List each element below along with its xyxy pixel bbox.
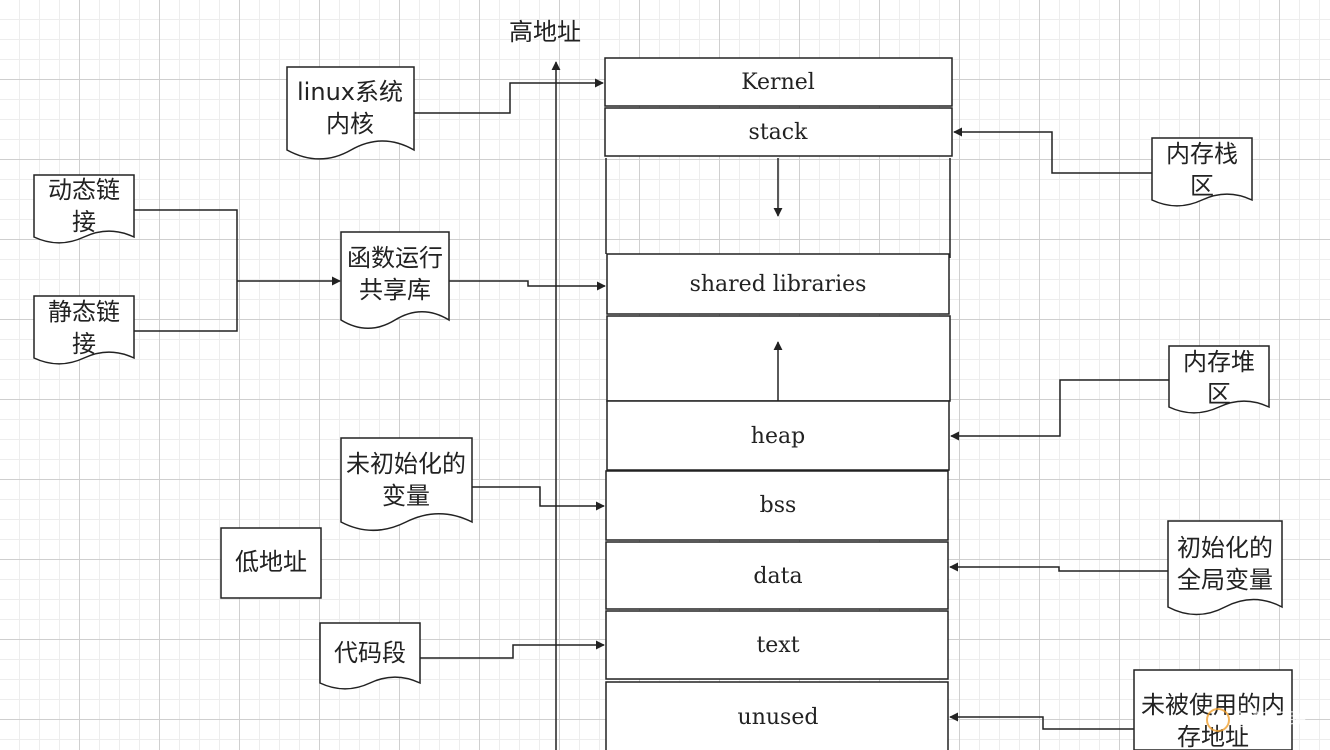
link-bracket (134, 209, 238, 332)
watermark-logo-icon (1206, 708, 1230, 732)
svg-text:text: text (756, 633, 799, 658)
svg-text:linux系统: linux系统 (297, 78, 403, 106)
svg-text:创新互联: 创新互联 (1234, 710, 1306, 731)
svg-text:内存栈: 内存栈 (1166, 140, 1238, 168)
svg-text:共享库: 共享库 (359, 276, 431, 304)
note-dynamic-link: 动态链 接 (33, 174, 135, 244)
svg-text:全局变量: 全局变量 (1177, 566, 1273, 594)
note-linux-kernel: linux系统 内核 (286, 66, 415, 160)
svg-text:bss: bss (760, 493, 797, 518)
svg-text:未被使用的内: 未被使用的内 (1141, 691, 1285, 719)
note-shared-lib: 函数运行 共享库 (340, 231, 450, 329)
watermark: 创新互联 (1206, 708, 1306, 732)
unused-segment: unused (605, 681, 949, 750)
note-heap-area: 内存堆 区 (1168, 345, 1270, 414)
shared-connector (449, 280, 606, 291)
svg-text:heap: heap (751, 424, 805, 449)
low-address-box: 低地址 (220, 527, 322, 599)
svg-text:函数运行: 函数运行 (347, 244, 443, 272)
svg-text:内核: 内核 (326, 110, 374, 138)
high-address-label: 高地址 (509, 18, 581, 46)
svg-text:内存堆: 内存堆 (1183, 348, 1255, 376)
data-segment: data (605, 541, 949, 610)
svg-text:stack: stack (749, 120, 809, 145)
svg-text:区: 区 (1190, 172, 1214, 200)
text-segment: text (605, 610, 949, 680)
data-connector (949, 562, 1168, 572)
kernel-connector (414, 78, 604, 114)
memory-column: Kernel stack shared libraries heap bss (604, 57, 953, 750)
note-uninit-vars: 未初始化的 变量 (340, 437, 473, 531)
heap-segment: heap (606, 400, 950, 471)
svg-text:unused: unused (738, 705, 819, 730)
note-init-globals: 初始化的 全局变量 (1167, 520, 1283, 616)
svg-text:静态链: 静态链 (48, 298, 120, 326)
svg-text:存地址: 存地址 (1177, 723, 1249, 750)
svg-text:未初始化的: 未初始化的 (346, 450, 466, 478)
svg-text:代码段: 代码段 (334, 639, 406, 667)
heap-growth-gap (606, 315, 951, 402)
shared-libraries-segment: shared libraries (606, 253, 950, 315)
svg-text:初始化的: 初始化的 (1177, 534, 1273, 562)
stack-connector (953, 127, 1152, 174)
stack-segment: stack (604, 107, 953, 157)
kernel-segment: Kernel (604, 57, 953, 107)
stack-growth-gap (605, 158, 951, 258)
svg-text:接: 接 (72, 330, 96, 358)
address-axis: 高地址 (509, 18, 581, 750)
unused-connector (949, 712, 1134, 730)
svg-text:动态链: 动态链 (48, 176, 120, 204)
note-stack-area: 内存栈 区 (1151, 137, 1253, 207)
heap-connector (950, 379, 1169, 441)
note-static-link: 静态链 接 (33, 295, 135, 365)
svg-text:变量: 变量 (382, 482, 430, 510)
svg-text:shared libraries: shared libraries (690, 272, 867, 297)
text-connector (420, 640, 605, 659)
bss-connector (472, 486, 605, 511)
note-code-segment: 代码段 (319, 622, 421, 690)
svg-text:低地址: 低地址 (235, 548, 307, 576)
svg-text:接: 接 (72, 208, 96, 236)
connectors (134, 78, 1169, 730)
svg-text:Kernel: Kernel (741, 70, 815, 95)
bss-segment: bss (605, 470, 949, 541)
svg-text:区: 区 (1207, 380, 1231, 408)
svg-text:data: data (753, 564, 802, 589)
